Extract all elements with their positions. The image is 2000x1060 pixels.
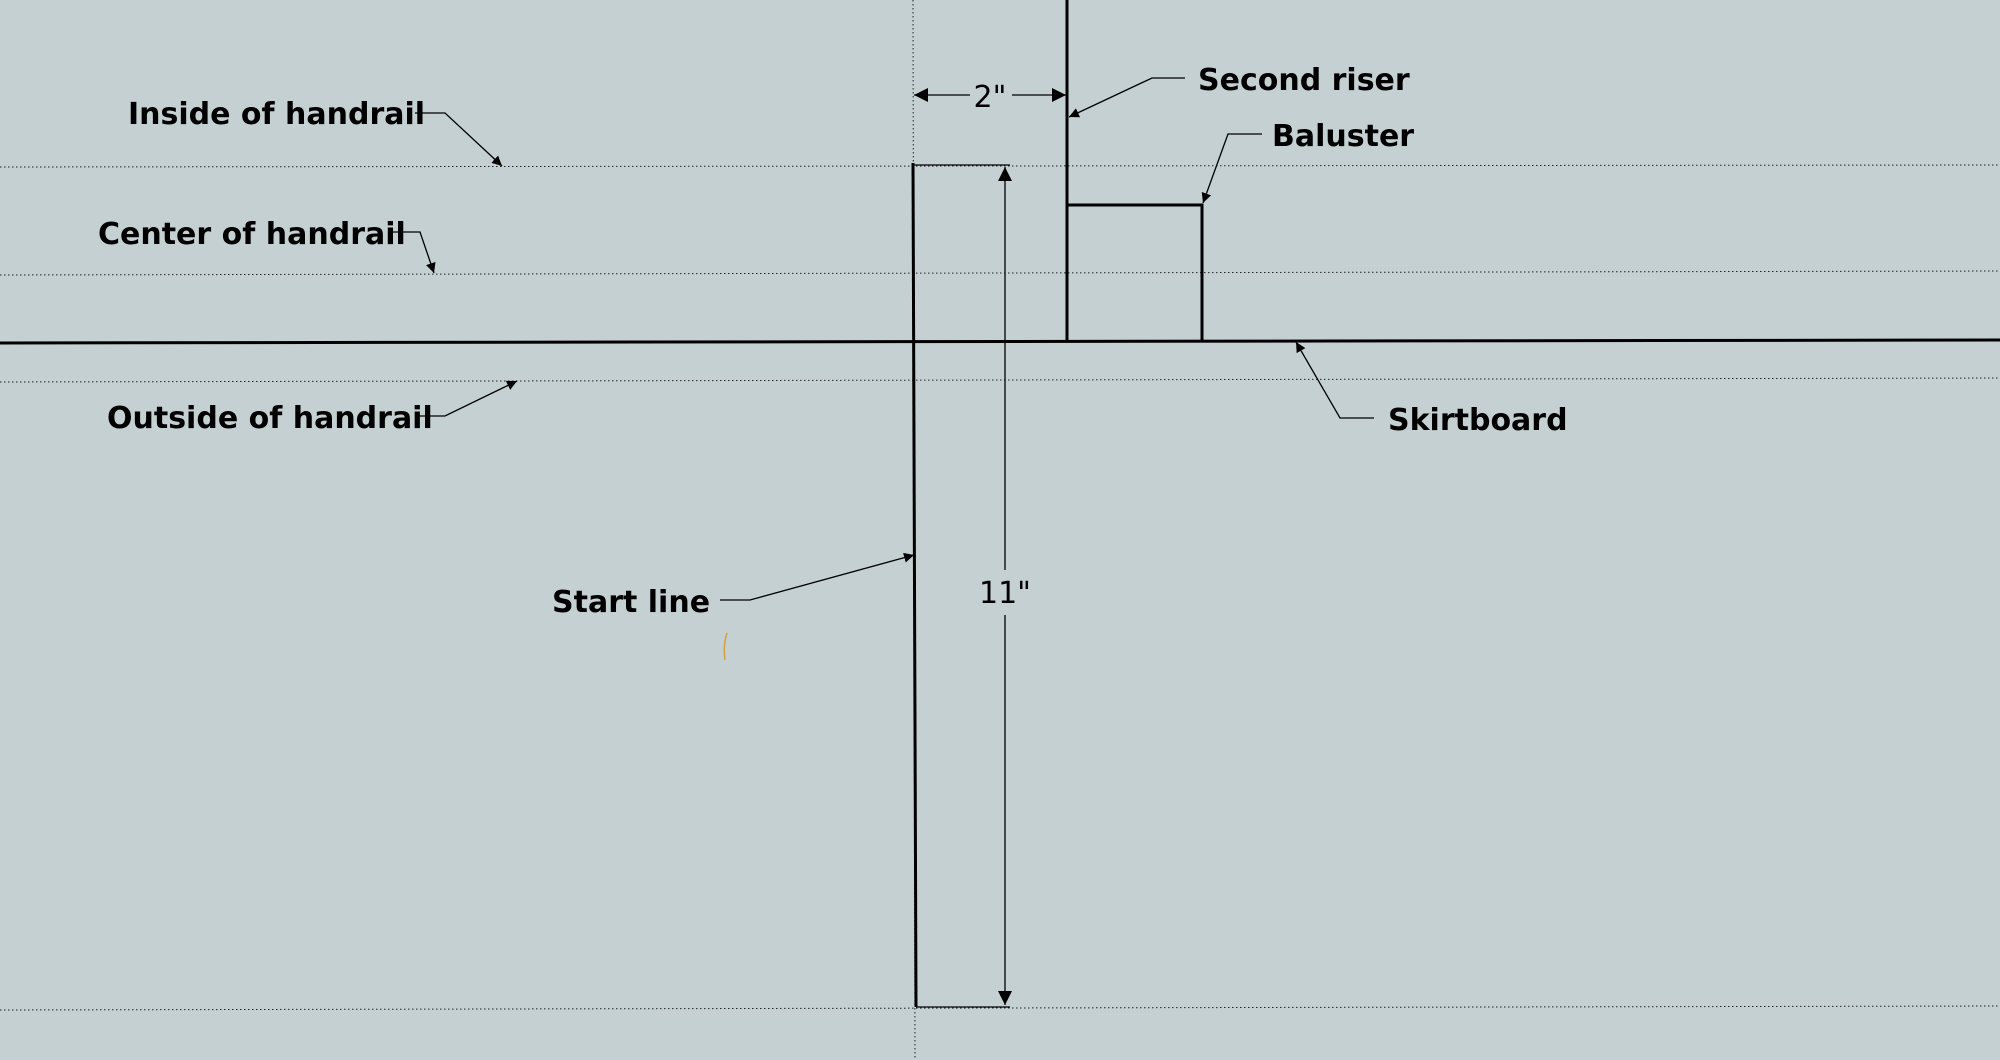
riser-offset-dimension-text: 2" [974,80,1007,115]
skirtboard-edge [0,338,2000,345]
baluster-leader [1201,133,1262,204]
outside-of-handrail-leader [415,380,518,417]
second-riser-leader [1068,77,1185,118]
inside-handrail-guide [0,164,2000,168]
baluster-label: Baluster [1272,119,1414,154]
inside-of-handrail-label: Inside of handrail [128,97,425,132]
start-line [911,162,918,1008]
outside-handrail-guide [0,377,2000,383]
center-of-handrail-leader [390,231,436,274]
baluster-outline [1067,203,1204,341]
bottom-tread-guide [0,1005,2000,1011]
second-riser-label: Second riser [1198,63,1410,98]
skirtboard-label: Skirtboard [1388,403,1568,438]
start-line-label: Start line [552,585,710,620]
start-line-leader [720,552,915,601]
stray-mark [723,632,728,661]
outside-of-handrail-label: Outside of handrail [107,401,433,436]
center-of-handrail-label: Center of handrail [98,217,406,252]
tread-depth-dimension-text: 11" [979,576,1031,611]
inside-of-handrail-leader [415,112,503,167]
center-handrail-guide [0,270,2000,276]
skirtboard-leader [1295,341,1374,419]
